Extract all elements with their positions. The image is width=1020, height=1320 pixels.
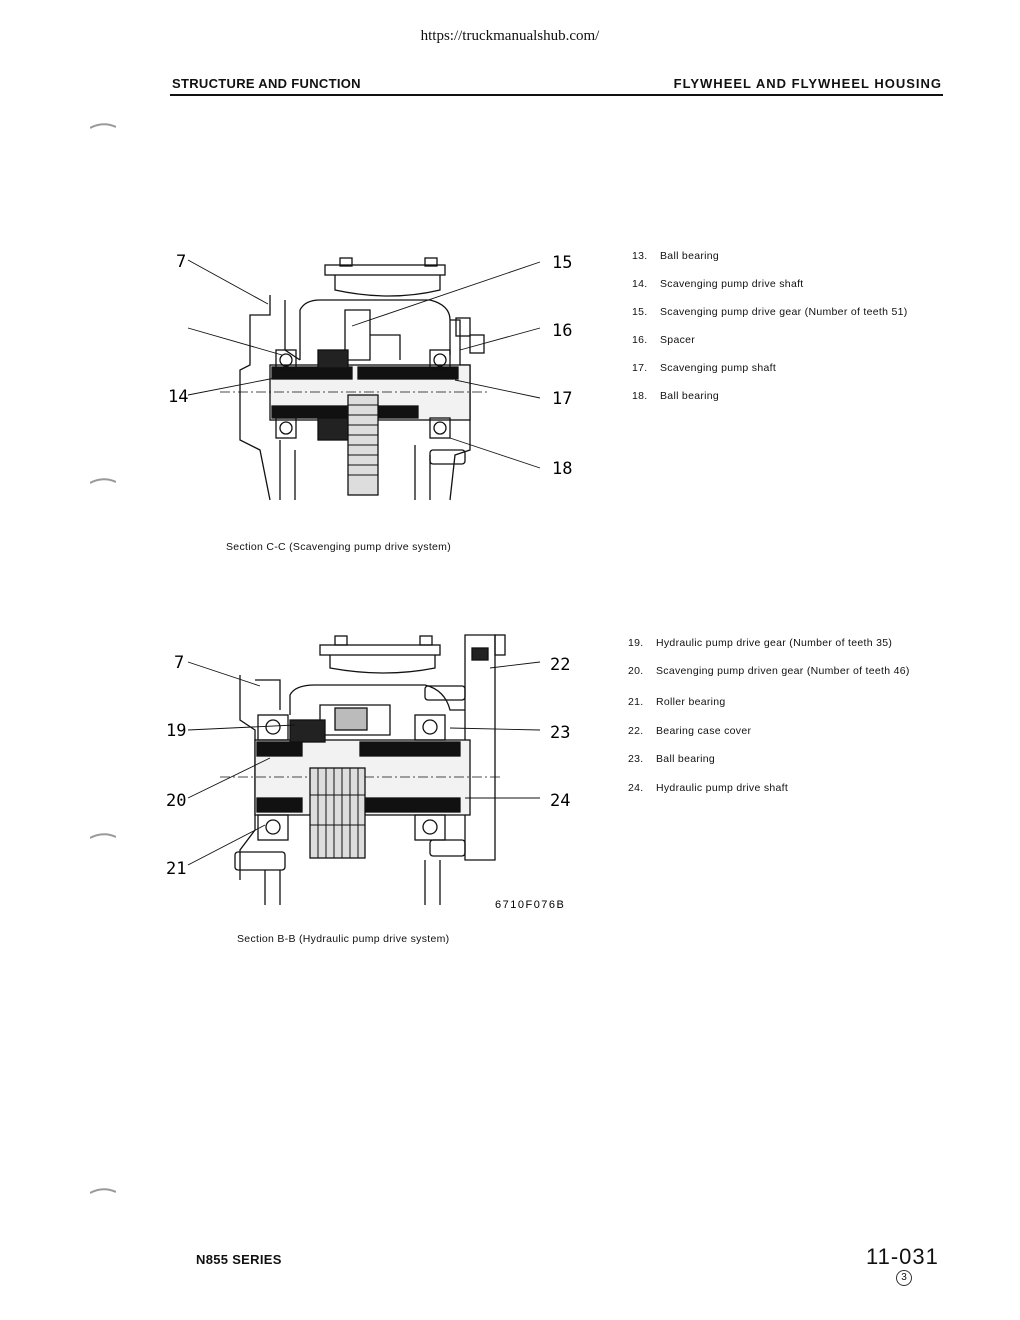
callout-19: 19 [166, 721, 186, 741]
scan-mark [90, 833, 116, 839]
figure2-caption: Section B-B (Hydraulic pump drive system… [237, 933, 450, 945]
page-number: 11-031 [866, 1244, 939, 1269]
callout-15: 15 [552, 253, 572, 273]
page-topic: FLYWHEEL AND FLYWHEEL HOUSING [673, 76, 942, 91]
legend-row: 16.Spacer [632, 334, 696, 346]
legend-row: 23.Ball bearing [628, 753, 716, 765]
section-c-c-drawing: 7 14 15 16 17 18 [168, 252, 572, 501]
callout-7: 7 [174, 653, 184, 673]
legend-1: 13.Ball bearing 14.Scavenging pump drive… [632, 250, 952, 410]
callout-23: 23 [550, 723, 570, 743]
legend-row: 24.Hydraulic pump drive shaft [628, 782, 789, 794]
callout-14: 14 [168, 387, 188, 407]
callout-16: 16 [552, 321, 572, 341]
callout-18: 18 [552, 459, 572, 479]
legend-row: 17.Scavenging pump shaft [632, 362, 777, 374]
callout-21: 21 [166, 859, 186, 879]
callout-24: 24 [550, 791, 570, 811]
source-url[interactable]: https://truckmanualshub.com/ [420, 28, 600, 44]
legend-row: 13.Ball bearing [632, 250, 720, 262]
scan-mark [90, 478, 116, 484]
legend-row: 22.Bearing case cover [628, 725, 752, 737]
callout-17: 17 [552, 389, 572, 409]
header-rule [170, 94, 943, 96]
figure1-caption: Section C-C (Scavenging pump drive syste… [226, 541, 452, 553]
scan-mark [90, 1188, 116, 1194]
legend-row: 20.Scavenging pump driven gear (Number o… [628, 665, 910, 677]
legend-row: 19.Hydraulic pump drive gear (Number of … [628, 637, 893, 649]
section-b-b-drawing: 7 19 20 21 22 23 24 6710F076B [166, 634, 570, 911]
drawing-code: 6710F076B [495, 899, 565, 911]
legend-2: 19.Hydraulic pump drive gear (Number of … [628, 637, 958, 797]
legend-row: 18.Ball bearing [632, 390, 720, 402]
legend-row: 14.Scavenging pump drive shaft [632, 278, 804, 290]
section-title: STRUCTURE AND FUNCTION [172, 76, 361, 91]
scan-mark [90, 123, 116, 129]
callout-20: 20 [166, 791, 186, 811]
series-label: N855 SERIES [196, 1252, 282, 1267]
revision-badge: 3 [896, 1270, 912, 1286]
callout-7: 7 [176, 252, 186, 272]
callout-22: 22 [550, 655, 570, 675]
legend-row: 15.Scavenging pump drive gear (Number of… [632, 306, 908, 318]
legend-row: 21.Roller bearing [628, 696, 726, 708]
